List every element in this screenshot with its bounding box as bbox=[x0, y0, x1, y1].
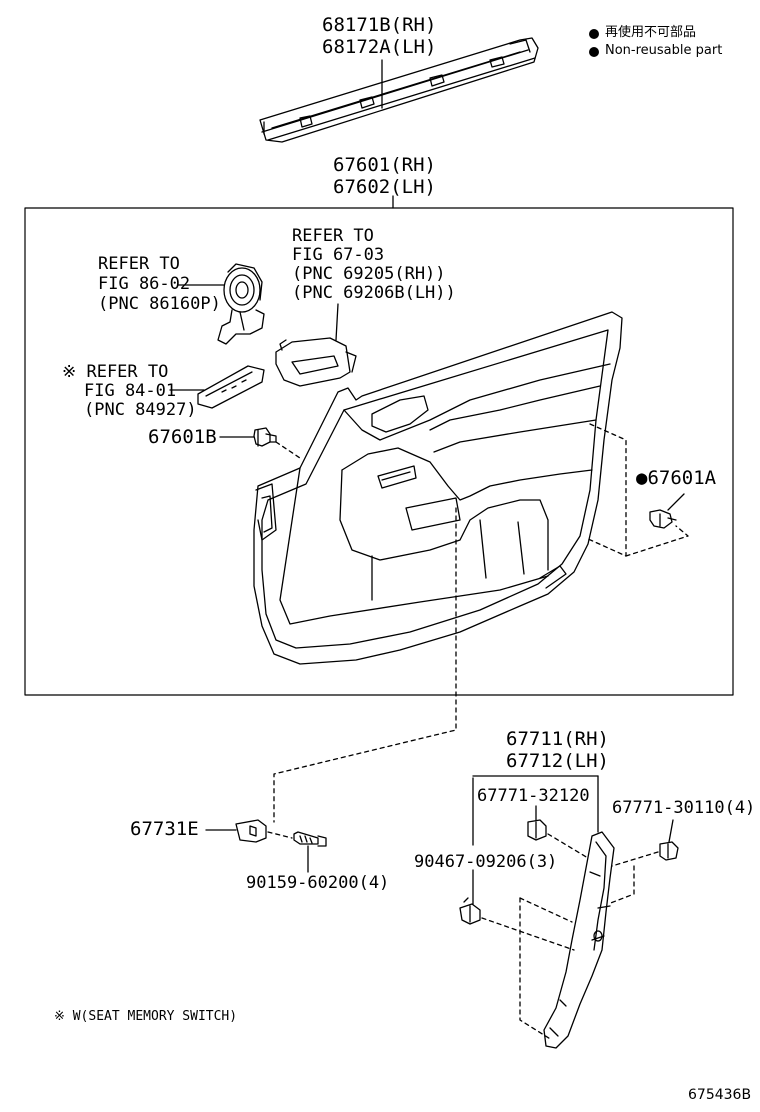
dashed-leader bbox=[519, 897, 553, 1041]
ref-speaker-line2[interactable]: FIG 86-02 bbox=[98, 274, 191, 294]
part-label-67602[interactable]: 67602(LH) bbox=[333, 176, 436, 198]
part-label-90159-60200[interactable]: 90159-60200(4) bbox=[246, 873, 390, 893]
dashed-leader bbox=[547, 833, 589, 859]
ref-speaker-line1: REFER TO bbox=[98, 254, 180, 274]
footnote-text: ※ W(SEAT MEMORY SWITCH) bbox=[54, 1009, 238, 1024]
legend-jp-text: 再使用不可部品 bbox=[605, 25, 697, 40]
part-label-68172a[interactable]: 68172A(LH) bbox=[322, 36, 437, 58]
legend-bullet-icon bbox=[589, 29, 599, 39]
ref-switch-line3[interactable]: (PNC 84927) bbox=[84, 400, 197, 420]
part-label-67712[interactable]: 67712(LH) bbox=[506, 750, 609, 772]
ref-handle-line4[interactable]: (PNC 69206B(LH)) bbox=[292, 283, 456, 303]
ref-handle-line2[interactable]: FIG 67-03 bbox=[292, 245, 385, 265]
part-label-67731e[interactable]: 67731E bbox=[130, 818, 199, 840]
inside-handle-part[interactable] bbox=[275, 337, 357, 387]
ref-handle-line3[interactable]: (PNC 69205(RH)) bbox=[292, 264, 446, 284]
clip-67601b[interactable] bbox=[253, 427, 277, 447]
part-label-67711[interactable]: 67711(RH) bbox=[506, 728, 609, 750]
part-label-67601[interactable]: 67601(RH) bbox=[333, 154, 436, 176]
ref-handle-line1: REFER TO bbox=[292, 226, 374, 246]
leader-line bbox=[667, 493, 685, 511]
legend-en-text: Non-reusable part bbox=[605, 43, 723, 58]
memory-switch-part[interactable] bbox=[197, 365, 265, 409]
dashed-leader bbox=[585, 423, 627, 557]
part-label-67601a[interactable]: ●67601A bbox=[636, 467, 717, 489]
ref-speaker-line3[interactable]: (PNC 86160P) bbox=[98, 294, 221, 314]
legend-bullet-icon bbox=[589, 47, 599, 57]
part-label-68171b[interactable]: 68171B(RH) bbox=[322, 14, 437, 36]
dashed-leader bbox=[275, 441, 301, 459]
armrest-bracket-part[interactable] bbox=[543, 831, 615, 1049]
ref-switch-line2[interactable]: FIG 84-01 bbox=[84, 381, 177, 401]
part-label-67771-32120[interactable]: 67771-32120 bbox=[477, 786, 590, 806]
dashed-leader bbox=[519, 897, 573, 923]
speaker-part[interactable] bbox=[217, 263, 265, 345]
door-trim-panel[interactable] bbox=[253, 311, 623, 665]
leader-line bbox=[668, 819, 674, 843]
door-panel-frame bbox=[24, 207, 734, 696]
clip-67601a[interactable] bbox=[649, 509, 677, 529]
bracket-67731e[interactable] bbox=[235, 819, 267, 843]
figure-id: 675436B bbox=[688, 1087, 752, 1103]
clip-90467-09206[interactable] bbox=[459, 897, 481, 925]
dashed-leader bbox=[625, 525, 689, 557]
dashed-leader bbox=[481, 917, 575, 951]
dashed-leader bbox=[607, 865, 635, 905]
part-label-90467-09206[interactable]: 90467-09206(3) bbox=[414, 852, 558, 872]
dashed-leader bbox=[273, 507, 457, 823]
clip-67771-32120[interactable] bbox=[527, 819, 547, 841]
screw-90159[interactable] bbox=[293, 831, 327, 847]
part-label-67771-30110[interactable]: 67771-30110(4) bbox=[612, 798, 756, 818]
ref-switch-line1: ※ REFER TO bbox=[62, 362, 169, 382]
dashed-leader bbox=[267, 831, 293, 839]
part-label-67601b[interactable]: 67601B bbox=[148, 426, 217, 448]
weatherstrip-part[interactable] bbox=[259, 37, 539, 143]
leader-line bbox=[335, 303, 339, 341]
clip-67771-30110[interactable] bbox=[659, 841, 679, 861]
dashed-leader bbox=[611, 851, 659, 867]
